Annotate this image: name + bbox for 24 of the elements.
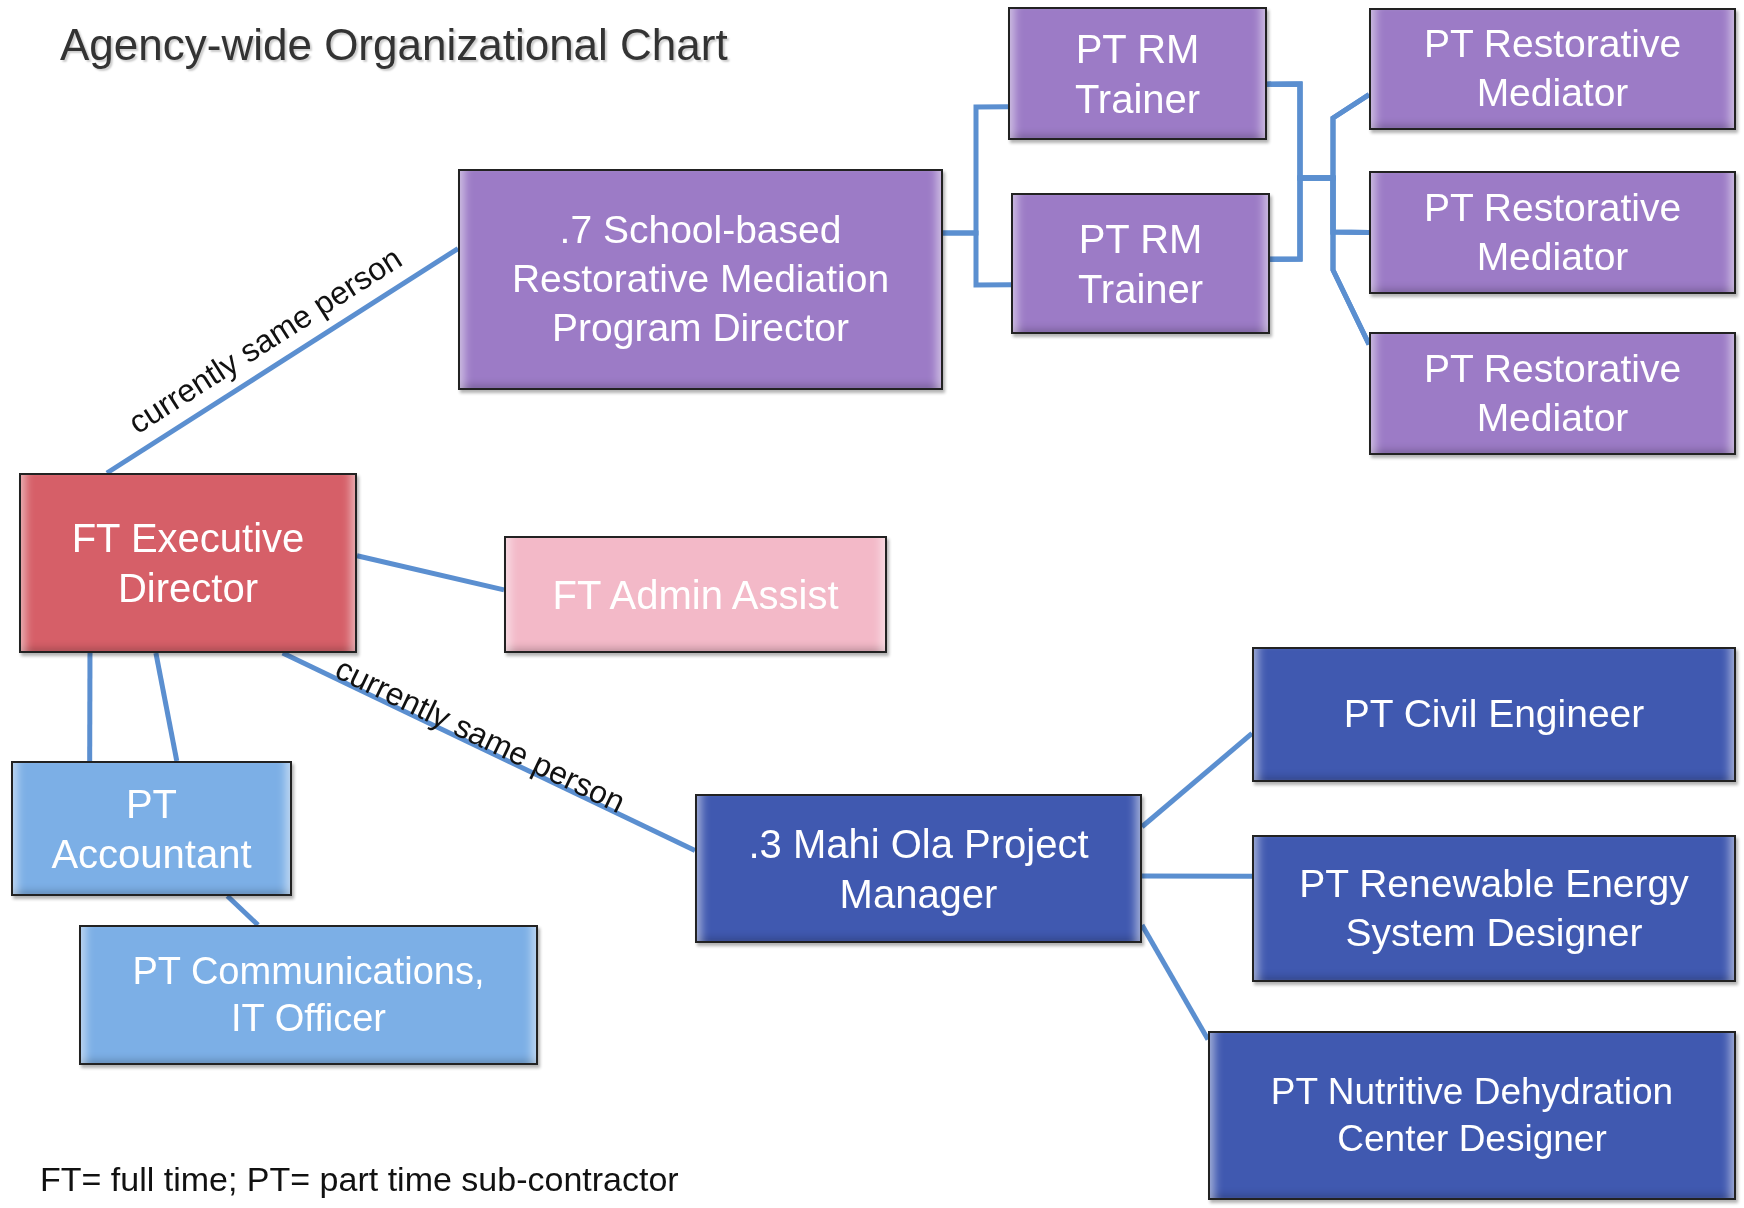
connector-line (943, 230, 1012, 288)
project-box: PT Renewable Energy System Designer (1252, 835, 1736, 982)
program-box: PT RM Trainer (1011, 193, 1270, 334)
program-box: PT Restorative Mediator (1369, 171, 1736, 294)
program-box: PT Restorative Mediator (1369, 332, 1736, 455)
connector-line (225, 894, 260, 927)
program-box: PT RM Trainer (1008, 7, 1267, 140)
program-box: .7 School-based Restorative Mediation Program Director (458, 169, 943, 390)
footnote: FT= full time; PT= part time sub-contractor (40, 1160, 679, 1199)
chart-title: Agency-wide Organizational Chart (60, 20, 728, 70)
project-box: PT Civil Engineer (1252, 647, 1736, 782)
staff-box: PT Communications, IT Officer (79, 925, 538, 1065)
connector-line (1142, 873, 1252, 879)
program-box: PT Restorative Mediator (1369, 8, 1736, 130)
project-box: PT Nutritive Dehydration Center Designer (1208, 1031, 1736, 1200)
connector-line (153, 652, 180, 762)
staff-box: PT Accountant (11, 761, 292, 896)
connector-line (1269, 175, 1372, 346)
connector-line (356, 553, 505, 593)
project-box: .3 Mahi Ola Project Manager (695, 794, 1142, 943)
connector-line (105, 246, 460, 476)
staff-box: FT Admin Assist (504, 536, 887, 653)
connector-line (87, 653, 93, 761)
director-box: FT Executive Director (19, 473, 357, 653)
